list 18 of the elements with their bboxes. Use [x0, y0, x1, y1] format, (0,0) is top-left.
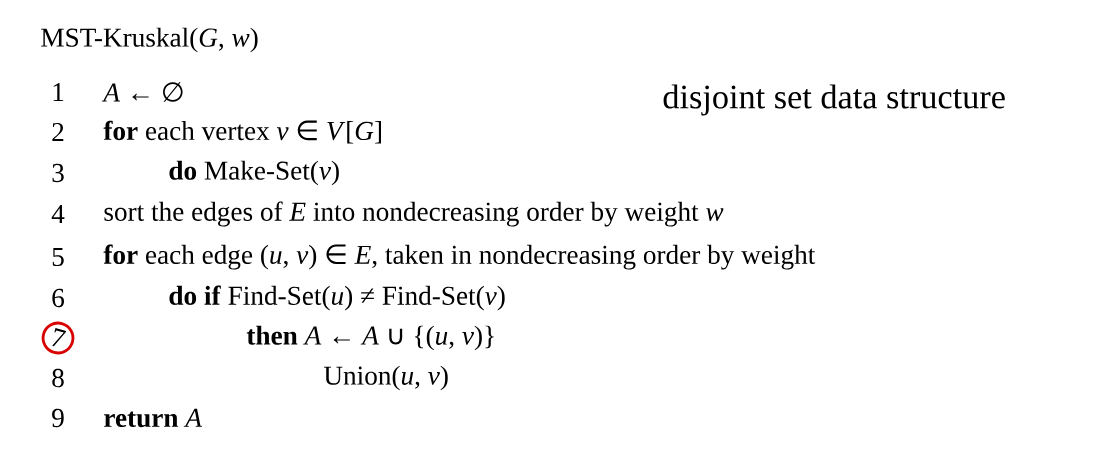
code-line: do Make-Set(v) [169, 160, 339, 186]
code-line: for each vertex v ∈ V[G] [103, 120, 381, 144]
code-line: A ← ∅ [101, 82, 183, 102]
line-number: 5 [52, 247, 64, 267]
line-number: 4 [51, 205, 65, 223]
line-number: 1 [53, 83, 64, 101]
code-line: for each edge (u, v) ∈ E, taken in nondecreasing order by weight [103, 244, 816, 270]
code-line: Union(u, v) [323, 365, 448, 391]
circled-line-number: 7 [41, 321, 75, 355]
code-line: do if Find-Set(u) ≠ Find-Set(v) [169, 285, 505, 311]
code-line: sort the edges of E into nondecreasing order by weight w [104, 201, 724, 227]
line-number: 2 [52, 123, 64, 141]
line-number: 3 [52, 163, 64, 183]
line-number: 9 [52, 408, 64, 428]
code-line: return A [104, 408, 203, 428]
note-text: disjoint set data structure [663, 84, 1005, 116]
code-line: then A ← A ∪ {(u, v)} [246, 325, 494, 351]
procedure-title: MST-Kruskal(G, w) [41, 27, 258, 53]
